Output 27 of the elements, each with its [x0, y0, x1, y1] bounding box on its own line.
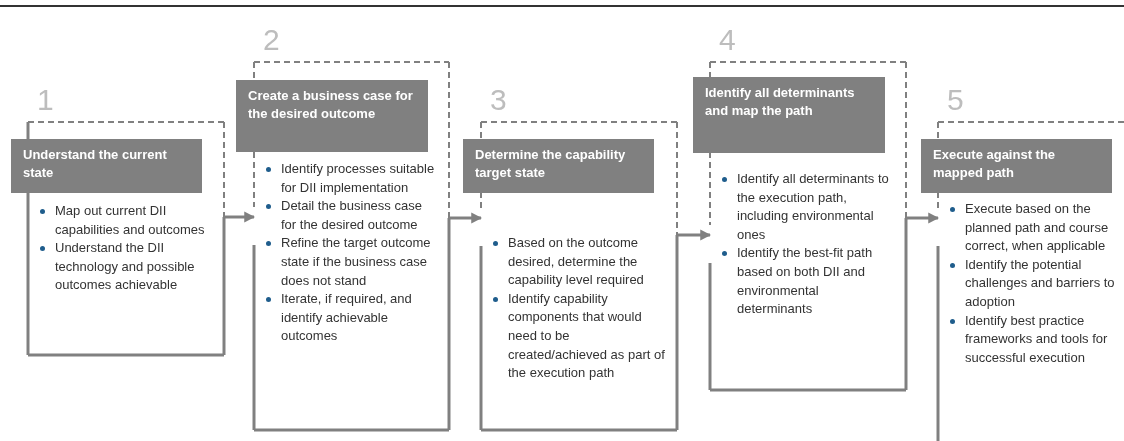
step-header: Determine the capability target state	[463, 139, 654, 193]
step-header: Understand the current state	[11, 139, 202, 193]
bullet-item: Execute based on the planned path and course correct, when applicable	[946, 200, 1120, 256]
arrow	[449, 212, 483, 224]
step-number: 3	[490, 84, 507, 116]
bullet-item: Identify processes suitable for DII implementation	[262, 160, 438, 198]
step-header: Create a business case for the desired outcome	[236, 80, 428, 152]
step-header: Identify all determinants and map the path	[693, 77, 885, 153]
step-number: 2	[263, 24, 280, 56]
arrow	[906, 212, 940, 224]
bullet-item: Understand the DII technology and possible outcomes achievable	[36, 239, 212, 295]
bullet-item: Identify best practice frameworks and tools for successful execution	[946, 311, 1120, 368]
arrow	[224, 211, 256, 223]
bullet-item: Detail the business case for the desired outcome	[262, 197, 438, 235]
bullet-item: Based on the outcome desired, determine the capability level required	[489, 234, 665, 290]
arrow	[677, 229, 712, 241]
step-number: 4	[719, 24, 736, 56]
bullet-item: Iterate, if required, and identify achievable outcomes	[262, 290, 438, 346]
step-number: 1	[37, 84, 54, 116]
step-header: Execute against the mapped path	[921, 139, 1112, 193]
bullet-item: Map out current DII capabilities and outcomes	[36, 202, 212, 240]
step-number: 5	[947, 84, 964, 116]
bullet-item: Identify capability components that would need to be created/achieved as part of the execution path	[489, 289, 665, 383]
bullet-item: Refine the target outcome state if the business case does not stand	[262, 234, 438, 291]
bullet-item: Identify the best-fit path based on both DII and environmental determinants	[718, 244, 894, 319]
bullet-item: Identify all determinants to the execution path, including environmental ones	[718, 170, 894, 245]
bullet-item: Identify the potential challenges and barriers to adoption	[946, 255, 1120, 312]
